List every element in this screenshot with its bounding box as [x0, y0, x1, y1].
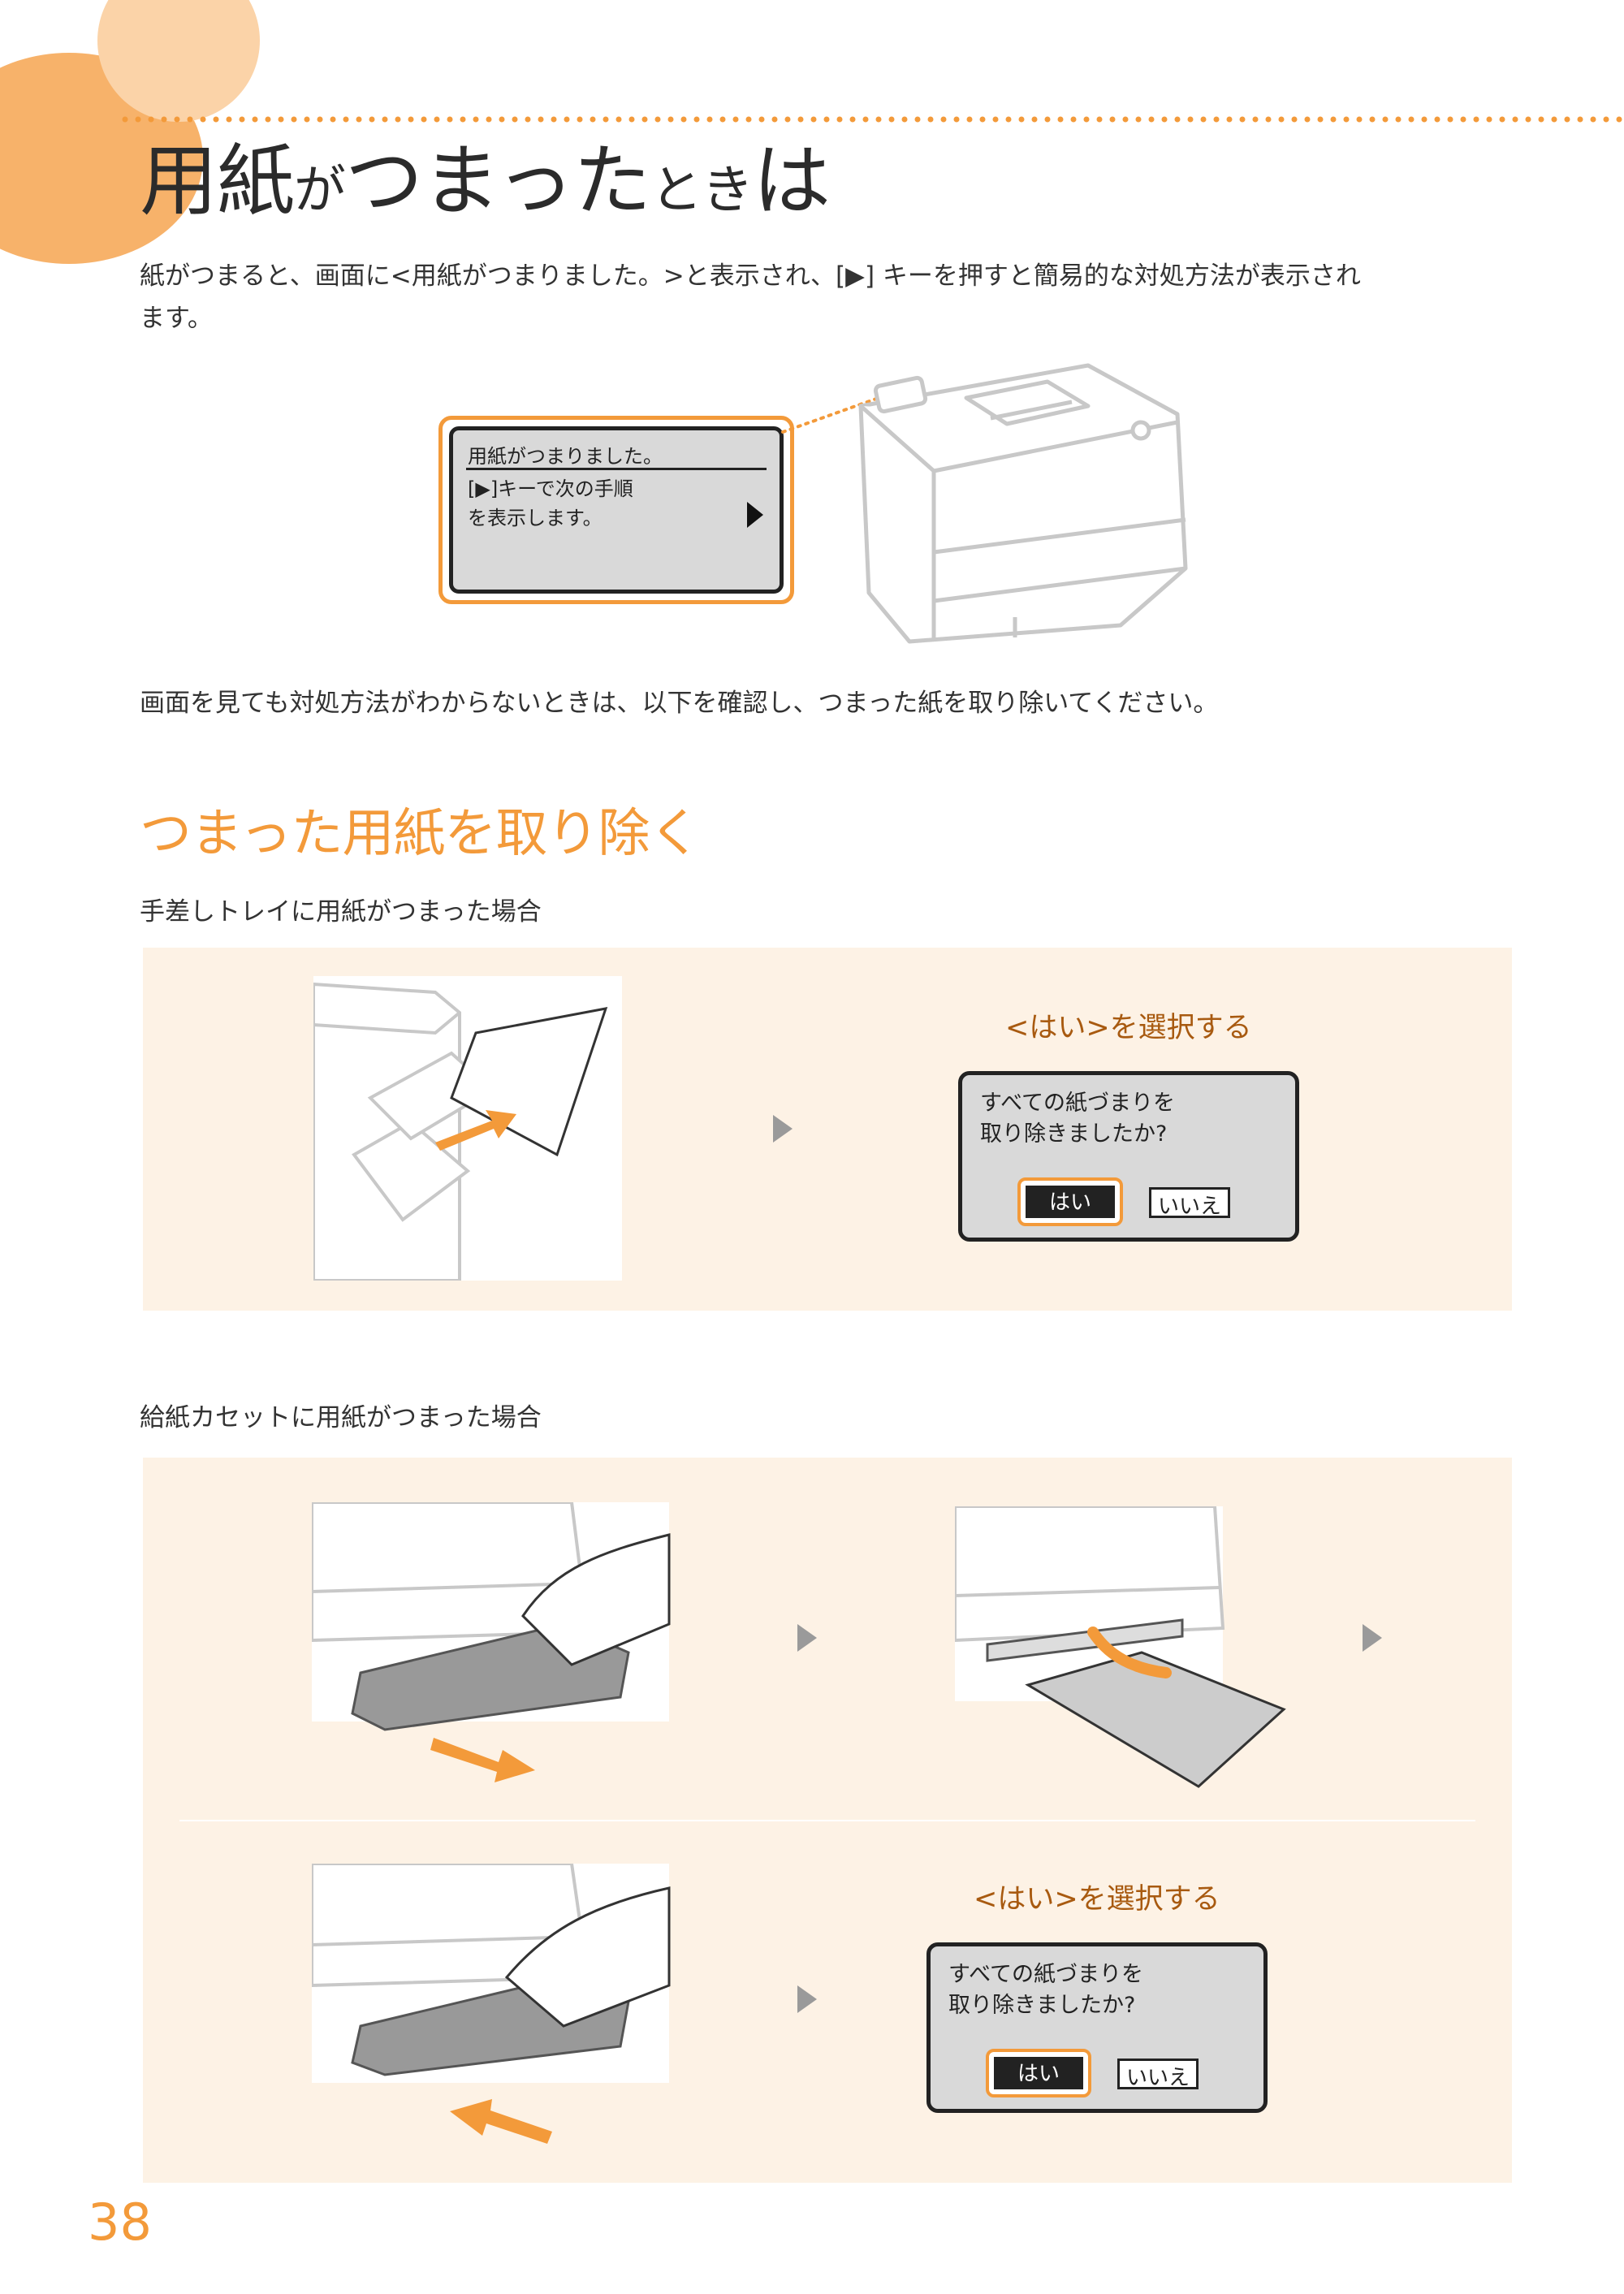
case2-yes-button-ring[interactable]: はい	[986, 2049, 1091, 2097]
page-title: 用紙がつまったときは	[140, 136, 831, 227]
case2-dialog: すべての紙づまりを 取り除きましたか? はい いいえ	[926, 1942, 1268, 2113]
section-heading: つまった用紙を取り除く	[140, 804, 701, 864]
lcd-screen: 用紙がつまりました。 [▶]キーで次の手順 を表示します。	[449, 426, 784, 594]
case1-dialog: すべての紙づまりを 取り除きましたか? はい いいえ	[958, 1071, 1299, 1242]
panel-divider	[179, 1820, 1475, 1821]
case2-dialog-message: すべての紙づまりを 取り除きましたか?	[948, 1962, 1144, 2018]
case1-no-button[interactable]: いいえ	[1149, 1187, 1230, 1219]
case1-dialog-message: すべての紙づまりを 取り除きましたか?	[980, 1091, 1176, 1147]
push-arrow-icon	[450, 2099, 552, 2144]
page-number: 38	[88, 2192, 152, 2252]
printer-illustration	[858, 363, 1188, 644]
insert-arrow-icon	[435, 1110, 516, 1151]
case1-title: 手差しトレイに用紙がつまった場合	[140, 897, 542, 927]
lcd-line-2: [▶]キーで次の手順	[468, 477, 633, 500]
step-arrow-icon	[797, 1624, 817, 1652]
lcd-divider	[466, 468, 767, 470]
case2-title: 給紙カセットに用紙がつまった場合	[140, 1403, 542, 1432]
play-arrow-icon	[747, 502, 763, 528]
case2-no-button[interactable]: いいえ	[1117, 2059, 1199, 2090]
note-text: 画面を見ても対処方法がわからないときは、以下を確認し、つまった紙を取り除いてくだ…	[140, 689, 1219, 718]
case1-panel: <はい>を選択する すべての紙づまりを 取り除きましたか? はい いいえ	[143, 948, 1512, 1311]
curved-pull-arrow-icon	[1087, 1627, 1172, 1678]
case1-yes-button-ring[interactable]: はい	[1017, 1177, 1123, 1226]
case2-yes-button[interactable]: はい	[994, 2057, 1083, 2089]
pull-cassette-illustration	[312, 1502, 671, 1782]
lcd-line-1: 用紙がつまりました。	[468, 445, 663, 468]
step-arrow-icon	[1363, 1624, 1382, 1652]
case2-panel: <はい>を選択する すべての紙づまりを 取り除きましたか? はい いいえ	[143, 1458, 1512, 2183]
case1-yes-button[interactable]: はい	[1026, 1186, 1115, 1218]
lcd-callout: 用紙がつまりました。 [▶]キーで次の手順 を表示します。	[438, 416, 794, 604]
intro-paragraph: 紙がつまると、画面に<用紙がつまりました。>と表示され、[▶] キーを押すと簡易…	[140, 255, 1536, 339]
intro-line-2: ます。	[140, 304, 213, 333]
pull-arrow-icon	[430, 1738, 535, 1782]
dotted-rule	[122, 116, 1624, 123]
remove-paper-illustration	[955, 1506, 1286, 1788]
case1-select-label: <はい>を選択する	[1005, 1012, 1252, 1044]
step-arrow-icon	[773, 1115, 793, 1143]
step-arrow-icon	[797, 1985, 817, 2013]
intro-line-1: 紙がつまると、画面に<用紙がつまりました。>と表示され、[▶] キーを押すと簡易…	[140, 261, 1361, 291]
lcd-line-3: を表示します。	[468, 507, 603, 529]
push-cassette-illustration	[312, 1864, 671, 2144]
case2-select-label: <はい>を選択する	[974, 1883, 1220, 1916]
manual-feed-illustration	[313, 976, 622, 1281]
